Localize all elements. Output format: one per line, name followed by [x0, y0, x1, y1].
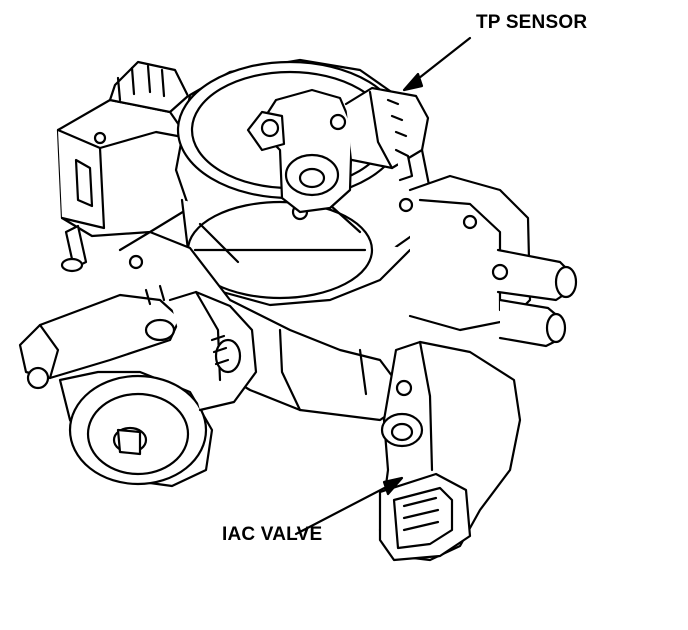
- leader-lines: [294, 36, 472, 536]
- coolant-fittings: [398, 174, 578, 348]
- tp-sensor: [246, 86, 430, 214]
- iac-valve: [378, 340, 522, 562]
- lower-housing: [118, 230, 412, 422]
- throttle-linkage: [18, 284, 258, 488]
- left-connector-housing: [56, 60, 190, 273]
- iac-valve-label: IAC VALVE: [222, 524, 323, 545]
- tp-sensor-label: TP SENSOR: [476, 12, 588, 33]
